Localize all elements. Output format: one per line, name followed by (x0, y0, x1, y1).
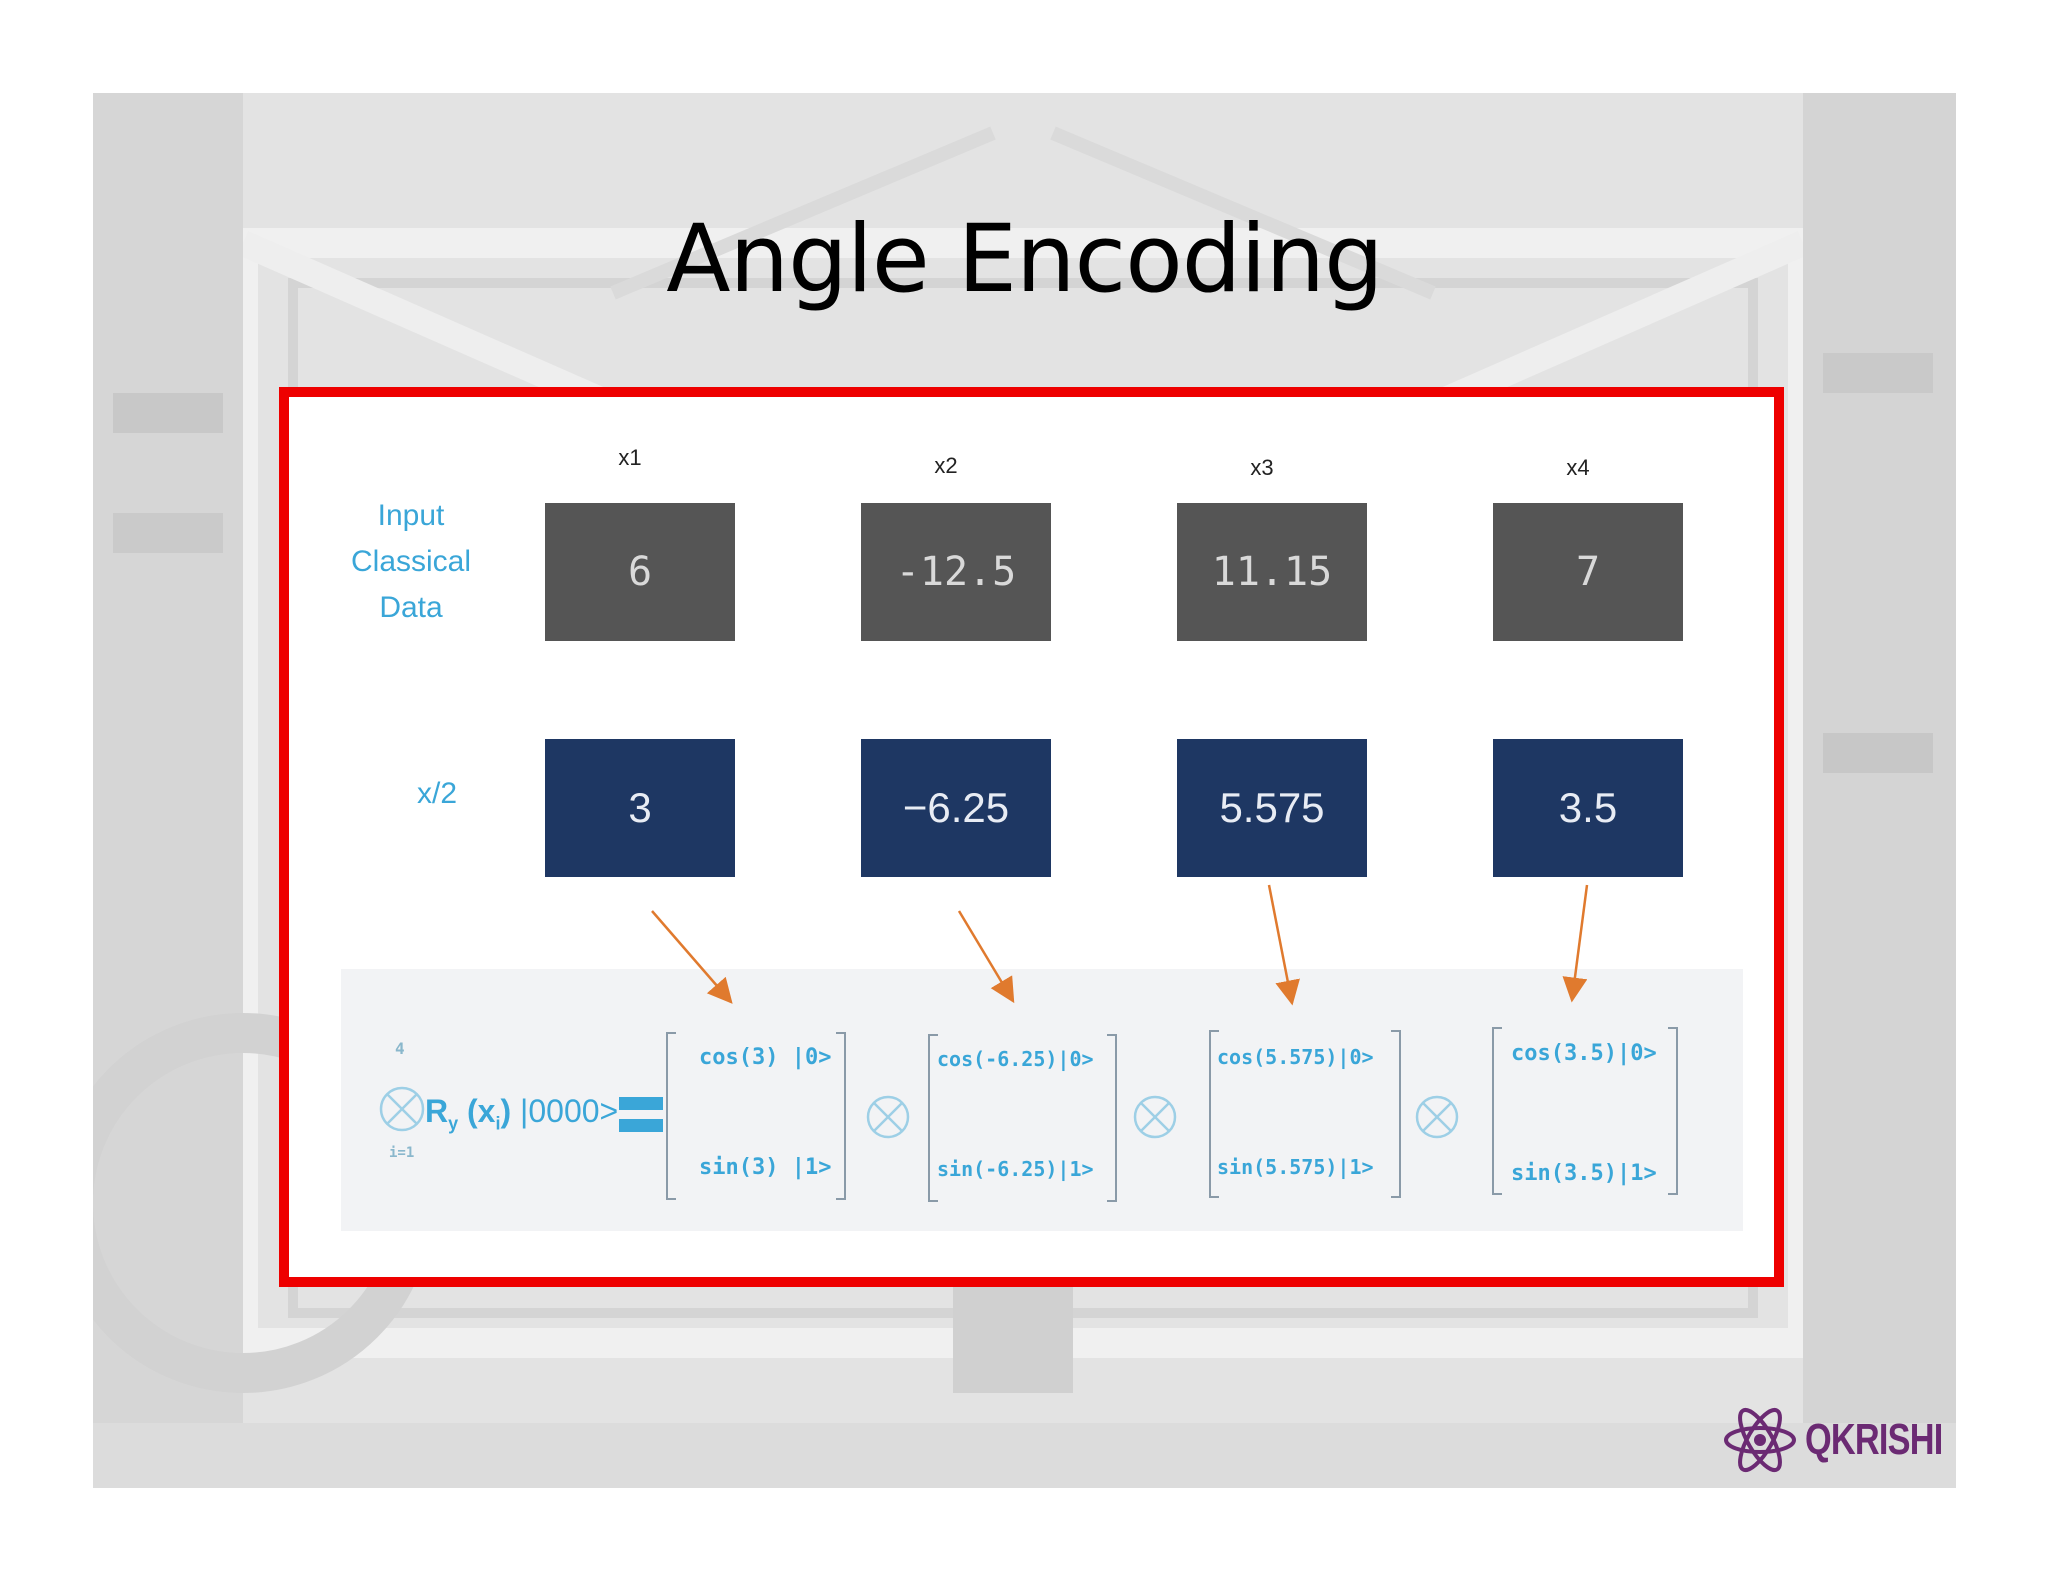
column-caption-x4: x4 (1566, 455, 1590, 480)
input-value-x4: 7 (1493, 503, 1683, 641)
input-value-x3: 11.15 (1177, 503, 1367, 641)
qkrishi-logo: QKRISHI (1723, 1403, 1956, 1477)
arrow-x2 (957, 910, 1015, 1004)
logo-text: QKRISHI (1805, 1415, 1943, 1464)
sin-term-x2: sin(-6.25)|1> (937, 1157, 1094, 1181)
cos-term-x4: cos(3.5)|0> (1511, 1041, 1657, 1066)
half-value-x3: 5.575 (1177, 739, 1367, 877)
diagram-frame: x1 x2 x3 x4 Input Classical Data x/2 6 -… (279, 387, 1784, 1287)
tensor-product-icon (1415, 1095, 1459, 1139)
vector-bracket-x4 (1492, 1027, 1678, 1195)
arrow-x1 (651, 910, 733, 1004)
atom-icon (1724, 1407, 1796, 1473)
operator-sub: y (448, 1113, 459, 1134)
sin-term-x4: sin(3.5)|1> (1511, 1161, 1657, 1186)
vector-bracket-x3 (1209, 1030, 1401, 1198)
input-value-x2: -12.5 (861, 503, 1051, 641)
sin-term-x3: sin(5.575)|1> (1217, 1155, 1374, 1179)
slide-title: Angle Encoding (666, 205, 1384, 314)
tensor-product-icon (1133, 1095, 1177, 1139)
equals-sign-top (619, 1097, 663, 1110)
column-caption-x3: x3 (1250, 455, 1274, 480)
arrow-x3 (1267, 884, 1300, 1006)
row-label-half: x/2 (416, 777, 458, 810)
slide: Angle Encoding x1 x2 x3 x4 Input Classic… (93, 93, 1956, 1488)
diagram-graphics (379, 884, 1678, 1202)
half-value-x1: 3 (545, 739, 735, 877)
equals-sign-bottom (619, 1119, 663, 1132)
initial-ket: |0000> (520, 1093, 619, 1129)
vector-bracket-x2 (928, 1034, 1117, 1202)
half-value-x4: 3.5 (1493, 739, 1683, 877)
row-label-input: Input Classical Data (350, 499, 472, 624)
cos-term-x1: cos(3) |0> (699, 1045, 832, 1070)
argument-sub: i (495, 1113, 501, 1134)
cos-term-x3: cos(5.575)|0> (1217, 1045, 1374, 1069)
argument-close: ) (500, 1093, 512, 1129)
operator-r: R (425, 1093, 449, 1129)
arrow-x4 (1562, 884, 1589, 1003)
column-caption-x2: x2 (934, 453, 958, 478)
product-lower-limit: i=1 (389, 1145, 415, 1161)
product-upper-limit: 4 (395, 1039, 405, 1058)
sin-term-x1: sin(3) |1> (699, 1155, 832, 1180)
operator-argument: (x (467, 1093, 496, 1129)
vector-bracket-x1 (666, 1032, 846, 1200)
formula-panel (341, 969, 1743, 1231)
input-value-x1: 6 (545, 503, 735, 641)
half-value-x2: −6.25 (861, 739, 1051, 877)
formula-lhs: Ry (xi) |0000> (425, 1093, 618, 1134)
tensor-product-icon (379, 1086, 425, 1132)
column-caption-x1: x1 (618, 445, 642, 470)
cos-term-x2: cos(-6.25)|0> (937, 1047, 1094, 1071)
tensor-product-icon (866, 1095, 910, 1139)
